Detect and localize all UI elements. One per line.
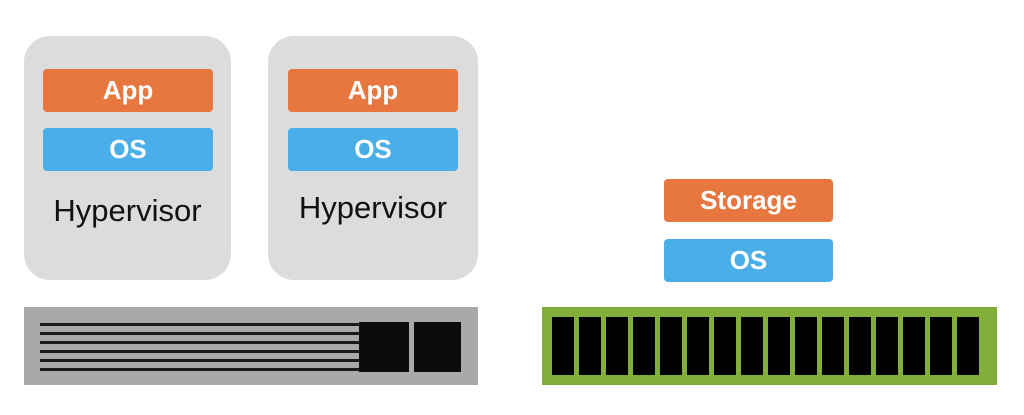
server-vent-line bbox=[40, 323, 370, 326]
server-vent-line bbox=[40, 359, 370, 362]
storage-drive-slot bbox=[660, 317, 682, 375]
storage-drive-slot bbox=[795, 317, 817, 375]
server-vent-line bbox=[40, 341, 370, 344]
server-vent-line bbox=[40, 332, 370, 335]
storage-os-box: OS bbox=[664, 239, 833, 282]
app-box-1: App bbox=[43, 69, 213, 112]
storage-drive-slot bbox=[714, 317, 736, 375]
os-box-2: OS bbox=[288, 128, 458, 171]
storage-drive-slot bbox=[741, 317, 763, 375]
server-vent-line bbox=[40, 368, 370, 371]
app-box-2: App bbox=[288, 69, 458, 112]
storage-drive-slot bbox=[579, 317, 601, 375]
os-box-1: OS bbox=[43, 128, 213, 171]
storage-drive-slot bbox=[768, 317, 790, 375]
storage-drive-slot bbox=[876, 317, 898, 375]
hypervisor-label-1: Hypervisor bbox=[53, 193, 202, 228]
storage-drive-slot bbox=[822, 317, 844, 375]
storage-drive-slot bbox=[606, 317, 628, 375]
storage-drive-slot bbox=[930, 317, 952, 375]
storage-array-chassis bbox=[542, 307, 997, 385]
storage-drive-slot bbox=[849, 317, 871, 375]
server-drive-bay-1 bbox=[359, 322, 409, 372]
storage-array-bay-panel bbox=[552, 317, 987, 375]
storage-drive-slot bbox=[633, 317, 655, 375]
server-drive-bay-2 bbox=[414, 322, 461, 372]
storage-drive-slot bbox=[903, 317, 925, 375]
storage-drive-slot bbox=[552, 317, 574, 375]
storage-box: Storage bbox=[664, 179, 833, 222]
storage-drive-slot bbox=[957, 317, 979, 375]
hypervisor-label-2: Hypervisor bbox=[298, 190, 448, 225]
storage-drive-slot bbox=[687, 317, 709, 375]
server-vent-line bbox=[40, 350, 370, 353]
server-chassis bbox=[24, 307, 478, 385]
